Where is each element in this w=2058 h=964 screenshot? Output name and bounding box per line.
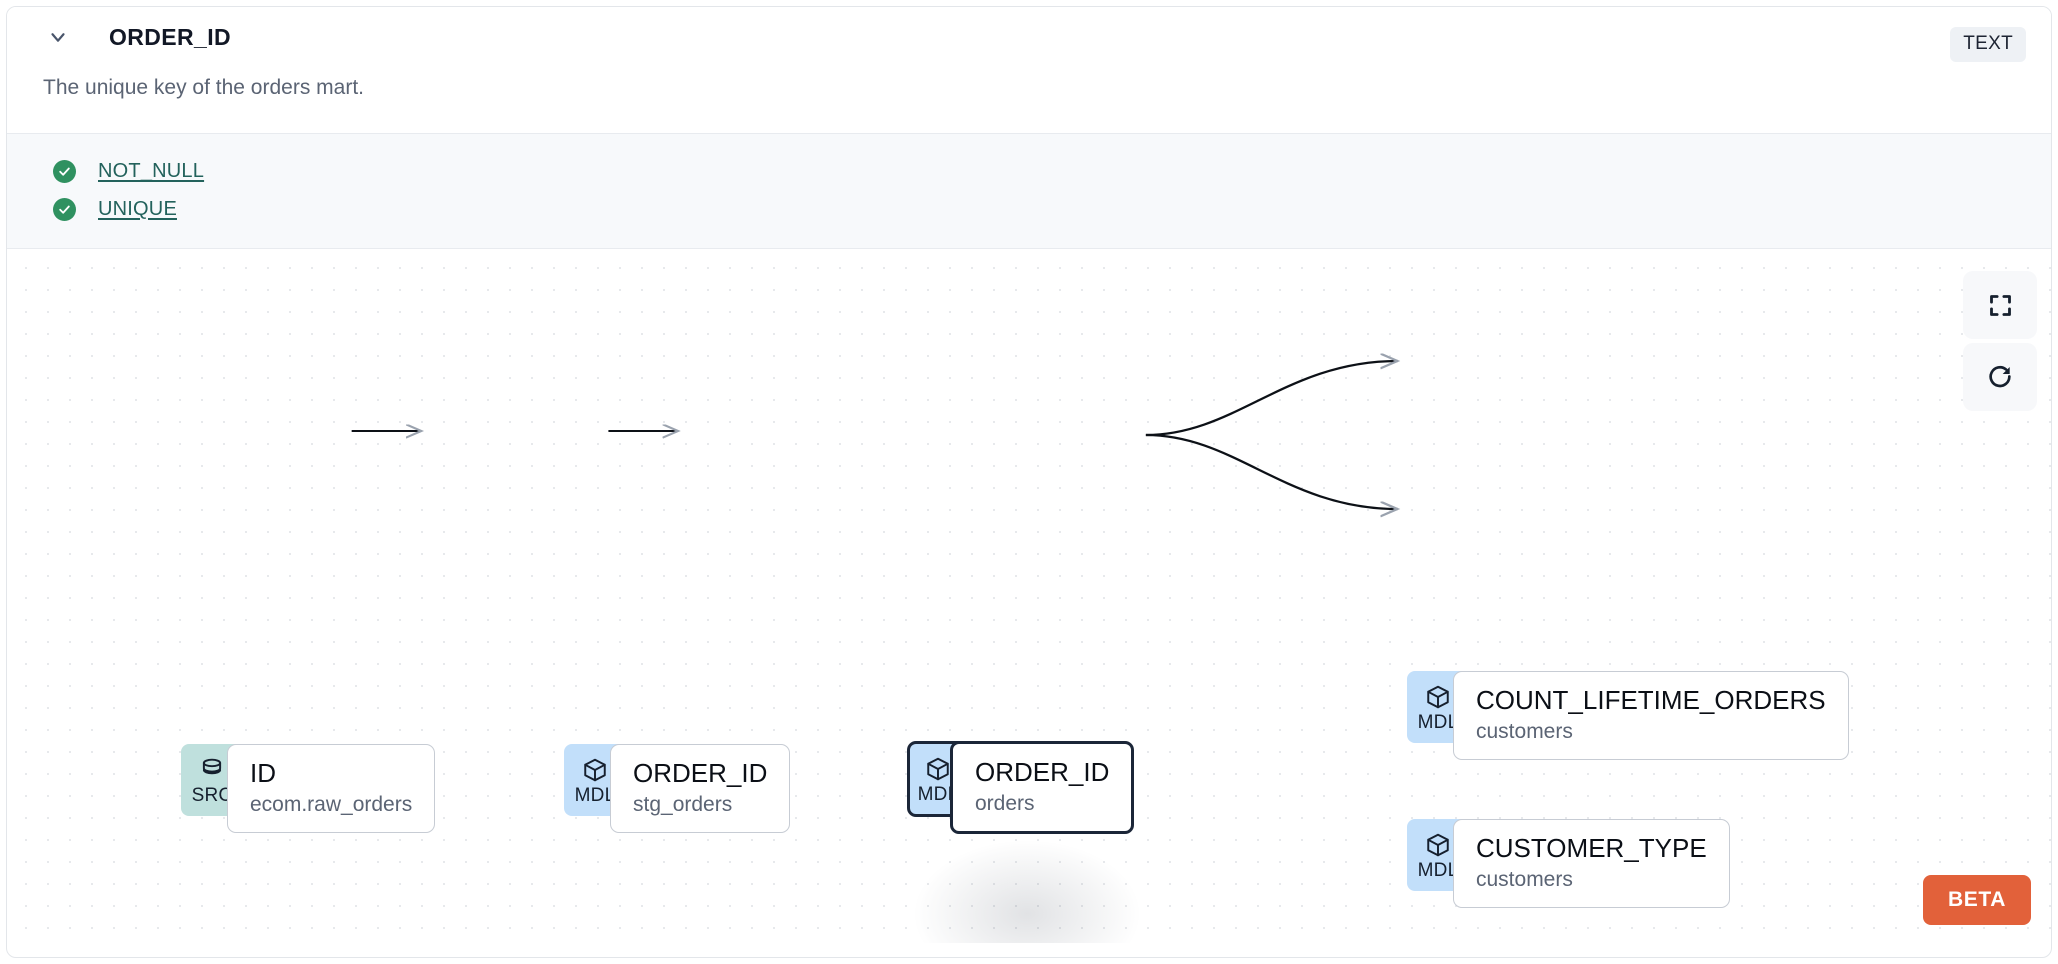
node-name: COUNT_LIFETIME_ORDERS (1476, 685, 1826, 715)
node-body: ID ecom.raw_orders (227, 744, 436, 834)
lineage-node-mdl-stg-orders[interactable]: MDL ORDER_ID stg_orders (564, 744, 791, 834)
lineage-node-mdl-count-lifetime-orders[interactable]: MDL COUNT_LIFETIME_ORDERS customers (1407, 671, 1849, 761)
test-row[interactable]: UNIQUE (53, 190, 2051, 228)
edge-orders-to-customer-type (1145, 433, 1398, 509)
test-row[interactable]: NOT_NULL (53, 152, 2051, 190)
node-kind-label: MDL (1417, 860, 1459, 881)
node-parent: ecom.raw_orders (250, 793, 413, 817)
node-kind-label: SRC (191, 785, 233, 806)
fit-view-button[interactable] (1963, 271, 2037, 339)
edge-layer (351, 249, 2051, 943)
cube-icon (925, 754, 951, 784)
node-name: ID (250, 758, 276, 788)
column-type-badge: TEXT (1950, 27, 2026, 62)
cube-icon (582, 755, 608, 785)
node-parent: orders (975, 792, 1035, 816)
node-name: CUSTOMER_TYPE (1476, 833, 1707, 863)
database-icon (199, 755, 225, 785)
tests-section: NOT_NULL UNIQUE (7, 133, 2051, 249)
header-title-row: ORDER_ID (7, 7, 2051, 67)
fullscreen-icon (1989, 294, 2011, 316)
column-header: ORDER_ID TEXT The unique key of the orde… (7, 7, 2051, 133)
reset-button[interactable] (1963, 343, 2037, 411)
node-body: CUSTOMER_TYPE customers (1453, 819, 1730, 909)
node-name: ORDER_ID (975, 757, 1110, 787)
cube-icon (1425, 682, 1451, 712)
lineage-node-mdl-orders[interactable]: MDL ORDER_ID orders (907, 741, 1135, 835)
node-body: ORDER_ID stg_orders (610, 744, 791, 834)
check-circle-icon (53, 159, 76, 183)
check-circle-icon (53, 197, 76, 221)
node-kind-label: MDL (917, 784, 959, 805)
node-name: ORDER_ID (633, 758, 768, 788)
lineage-node-src-id[interactable]: SRC ID ecom.raw_orders (181, 744, 436, 834)
node-body: COUNT_LIFETIME_ORDERS customers (1453, 671, 1849, 761)
edge-orders-to-count-lifetime-orders (1145, 361, 1398, 437)
page-title: ORDER_ID (109, 23, 232, 50)
node-parent: stg_orders (633, 793, 733, 817)
node-kind-label: MDL (1417, 712, 1459, 733)
lineage-canvas[interactable]: SRC ID ecom.raw_orders MDL ORDE (7, 249, 2051, 943)
node-kind-label: MDL (574, 785, 616, 806)
test-link-not-null[interactable]: NOT_NULL (98, 159, 205, 182)
chevron-down-icon[interactable] (45, 24, 71, 50)
selected-node-glow (912, 839, 1142, 943)
lineage-node-mdl-customer-type[interactable]: MDL CUSTOMER_TYPE customers (1407, 819, 1730, 909)
refresh-icon (1989, 366, 2011, 388)
column-description: The unique key of the orders mart. (43, 76, 364, 99)
node-parent: customers (1476, 720, 1573, 744)
column-detail-card: ORDER_ID TEXT The unique key of the orde… (6, 6, 2052, 958)
node-parent: customers (1476, 868, 1573, 892)
test-link-unique[interactable]: UNIQUE (98, 197, 177, 220)
canvas-controls (1963, 271, 2037, 411)
beta-badge[interactable]: BETA (1922, 875, 2031, 925)
node-body: ORDER_ID orders (950, 741, 1135, 835)
cube-icon (1425, 830, 1451, 860)
